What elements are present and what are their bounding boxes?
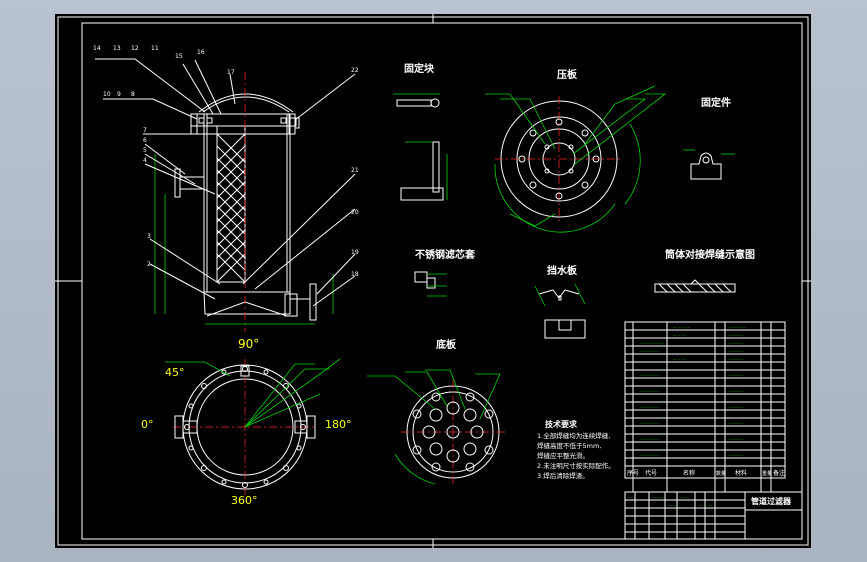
water-baffle-title: 挡水板 — [547, 264, 578, 277]
filter-cartridge-title: 不锈钢滤芯套 — [415, 248, 476, 261]
svg-text:— — — —: — — — — — [673, 325, 691, 329]
part-label-5: 5 — [143, 147, 147, 154]
col-note: 备注 — [773, 469, 785, 477]
water-baffle-detail: 挡水板 — [534, 264, 586, 339]
svg-text:——: —— — [627, 495, 635, 499]
title-block: ————————— ———— — — 管道过滤器 — [624, 491, 803, 540]
pressure-plate-title: 压板 — [557, 68, 578, 81]
svg-text:— — —: — — — — [673, 357, 686, 361]
part-label-4: 4 — [143, 157, 147, 164]
svg-text:———: ——— — [667, 503, 678, 507]
svg-text:——————: —————— — [639, 437, 661, 441]
part-label-11: 11 — [151, 45, 159, 52]
bottom-plate-title: 底板 — [436, 338, 457, 351]
fixing-part-detail: 固定件 — [683, 96, 735, 180]
fixing-block-detail: 固定块 — [393, 62, 448, 201]
part-label-3: 3 — [147, 233, 151, 240]
svg-text:————: ———— — [729, 373, 744, 377]
angle-label-90: 90° — [238, 337, 259, 351]
svg-text:————: ———— — [729, 341, 744, 345]
part-label-13: 13 — [113, 45, 121, 52]
part-label-15: 15 — [175, 53, 183, 60]
technical-requirements: 技术要求 1.全部焊缝均为连续焊缝, 焊缝高度不低于5mm, 焊缝应平整光滑。 … — [537, 419, 615, 480]
part-label-8: 8 — [131, 91, 135, 98]
tech-req-line-2: 焊缝高度不低于5mm, — [537, 441, 601, 450]
angle-label-45: 45° — [165, 366, 185, 379]
plan-view: 45° 0° 180° 360° — [141, 358, 352, 507]
svg-text:———————: ——————— — [639, 341, 664, 345]
col-seq: 序号 — [627, 469, 639, 477]
fixing-part-title: 固定件 — [701, 96, 731, 109]
svg-text:——————: —————— — [639, 389, 661, 393]
weld-diagram-title: 筒体对接焊缝示意图 — [665, 248, 755, 261]
part-label-22: 22 — [351, 67, 359, 74]
col-material: 材料 — [735, 469, 747, 477]
angle-label-360: 360° — [231, 494, 258, 507]
col-name: 名称 — [683, 469, 695, 477]
svg-text:——————: —————— — [639, 373, 661, 377]
part-label-21: 21 — [351, 167, 359, 174]
svg-text:————: ———— — [729, 437, 744, 441]
svg-text:————: ———— — [729, 405, 744, 409]
col-qty: 数量 — [716, 470, 726, 477]
parts-list-table: — — — —————— — — ————— ——————————— —————… — [624, 321, 786, 492]
svg-text:————: ———— — [729, 421, 744, 425]
part-label-14: 14 — [93, 45, 101, 52]
svg-text:————: ———— — [729, 349, 744, 353]
part-label-16: 16 — [197, 49, 205, 56]
tech-req-line-3: 焊缝应平整光滑。 — [537, 451, 589, 460]
part-label-9: 9 — [117, 91, 121, 98]
part-label-6: 6 — [143, 137, 147, 144]
svg-text:— — —: — — — — [699, 503, 712, 507]
svg-text:— — —: — — — — [673, 333, 686, 337]
col-weight: 重量 — [762, 470, 772, 477]
part-label-2: 2 — [147, 261, 151, 268]
svg-text:———: ——— — [679, 495, 690, 499]
front-section-view: 14 13 12 11 10 9 8 7 6 5 4 3 2 15 16 17 … — [93, 45, 359, 351]
svg-text:——————: —————— — [639, 405, 661, 409]
svg-text:————: ———— — [729, 389, 744, 393]
tech-req-title: 技术要求 — [545, 419, 578, 429]
svg-text:—————: ————— — [729, 325, 747, 329]
part-label-12: 12 — [131, 45, 139, 52]
drawing-sheet: 14 13 12 11 10 9 8 7 6 5 4 3 2 15 16 17 … — [55, 14, 811, 548]
cad-drawing: 14 13 12 11 10 9 8 7 6 5 4 3 2 15 16 17 … — [55, 14, 811, 548]
angle-label-0: 0° — [141, 418, 154, 431]
col-code: 代号 — [645, 469, 657, 477]
weld-diagram: 筒体对接焊缝示意图 — [654, 248, 755, 293]
drawing-name: 管道过滤器 — [751, 496, 792, 506]
part-label-19: 19 — [351, 249, 359, 256]
svg-text:——————: —————— — [639, 421, 661, 425]
tech-req-line-5: 3.焊后清除焊渣。 — [537, 471, 589, 480]
tech-req-line-4: 2.未注明尺寸按实际配作。 — [537, 461, 615, 470]
svg-text:————: ———— — [651, 495, 666, 499]
part-label-17: 17 — [227, 69, 235, 76]
part-label-7: 7 — [143, 127, 147, 134]
part-label-18: 18 — [351, 271, 359, 278]
part-label-20: 20 — [351, 209, 359, 216]
svg-text:————: ———— — [729, 357, 744, 361]
tech-req-line-1: 1.全部焊缝均为连续焊缝, — [537, 431, 610, 440]
svg-text:————: ———— — [729, 453, 744, 457]
pressure-plate-detail: 压板 — [485, 68, 667, 233]
svg-text:——————: —————— — [639, 453, 661, 457]
fixing-block-title: 固定块 — [404, 62, 435, 75]
svg-text:——————: —————— — [639, 349, 661, 353]
part-label-10: 10 — [103, 91, 111, 98]
filter-cartridge-detail: 不锈钢滤芯套 — [414, 248, 476, 297]
angle-label-180: 180° — [325, 418, 352, 431]
bottom-plate-detail: 底板 — [367, 338, 505, 485]
svg-text:————: ———— — [729, 333, 744, 337]
